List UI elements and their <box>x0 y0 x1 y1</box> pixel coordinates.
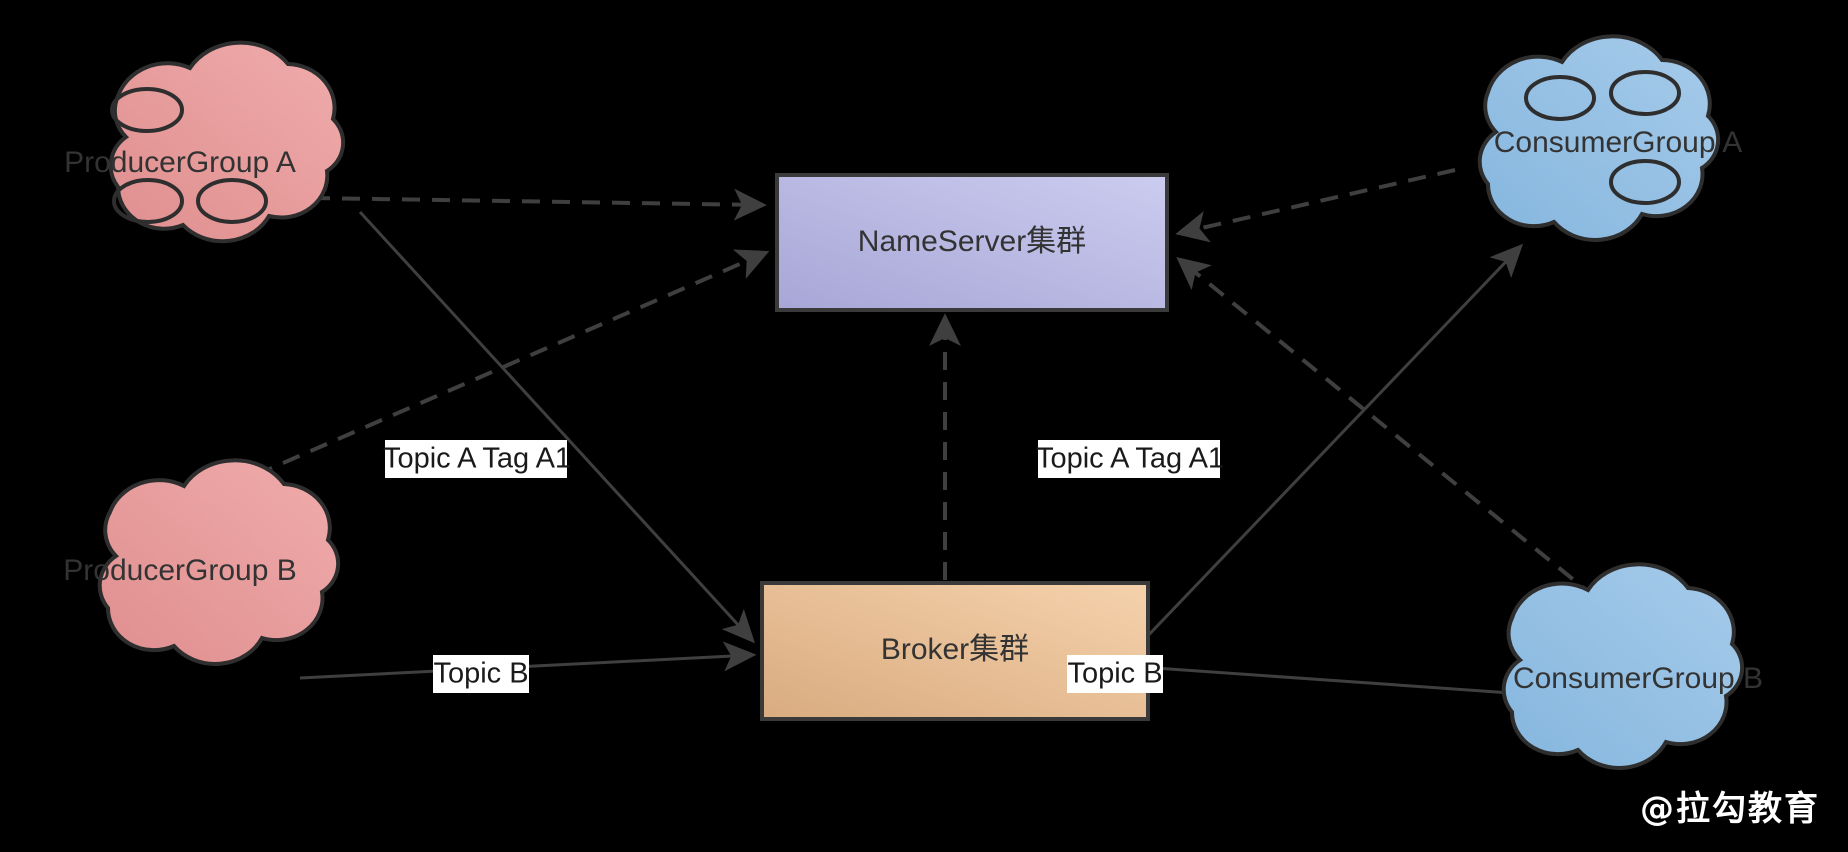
edge-label-text-topic-a-left: Topic A Tag A1 <box>383 443 571 475</box>
edge-label-text-topic-b-left: Topic B <box>433 658 528 690</box>
edge-label-topic-a-left: Topic A Tag A1 <box>383 440 571 478</box>
consumer-a-instance-1 <box>1524 75 1596 121</box>
nameserver-box <box>775 173 1169 312</box>
consumer-a-instance-2 <box>1609 70 1681 116</box>
producer-a-instance-1 <box>110 87 184 133</box>
edge-consumer-a-to-nameserver <box>1175 168 1456 243</box>
consumer-a-instance-3 <box>1609 159 1681 205</box>
node-consumer-group-a[interactable]: ConsumerGroup A <box>1477 34 1743 242</box>
node-broker-cluster[interactable]: Broker集群 <box>760 581 1150 721</box>
edge-label-bg-topic-b-right <box>1067 655 1163 693</box>
edge-broker-to-consumer-a <box>1138 243 1524 646</box>
edge-label-text-topic-a-right: Topic A Tag A1 <box>1036 443 1224 475</box>
edge-broker-to-consumer-b <box>1154 666 1545 708</box>
broker-box <box>760 581 1150 721</box>
producer-a-instance-2 <box>112 178 184 224</box>
cloud-shape-consumer-b <box>1501 562 1745 770</box>
node-producer-group-a[interactable]: ProducerGroup A <box>64 40 346 244</box>
edge-producer-b-to-nameserver <box>227 249 770 489</box>
edge-label-bg-topic-b-left <box>433 655 529 693</box>
nameserver-cluster-label: NameServer集群 <box>858 225 1086 258</box>
edge-label-text-topic-b-right: Topic B <box>1067 658 1162 690</box>
producer-a-instance-3 <box>196 178 268 224</box>
edge-label-topic-b-right: Topic B <box>1067 655 1163 693</box>
producer-group-a-label: ProducerGroup A <box>64 146 296 179</box>
edge-consumer-b-to-nameserver <box>1176 256 1598 600</box>
consumer-group-a-label: ConsumerGroup A <box>1494 126 1742 159</box>
consumer-group-b-label: ConsumerGroup B <box>1513 662 1763 695</box>
node-consumer-group-b[interactable]: ConsumerGroup B <box>1501 562 1763 770</box>
cloud-shape-producer-b <box>97 458 341 666</box>
edge-producer-a-to-broker <box>358 210 756 644</box>
edge-producer-a-to-nameserver <box>311 188 767 221</box>
edge-labels-layer: Topic A Tag A1 Topic A Tag A1 Topic B To… <box>383 440 1224 693</box>
node-nameserver-cluster[interactable]: NameServer集群 <box>775 173 1169 312</box>
broker-cluster-label: Broker集群 <box>881 633 1029 666</box>
cloud-shape-consumer-a <box>1477 34 1721 242</box>
node-producer-group-b[interactable]: ProducerGroup B <box>63 458 341 666</box>
edge-label-bg-topic-a-left <box>385 440 567 478</box>
cloud-shape-producer-a <box>108 40 346 244</box>
edge-label-topic-a-right: Topic A Tag A1 <box>1036 440 1224 478</box>
edge-label-bg-topic-a-right <box>1038 440 1220 478</box>
producer-group-b-label: ProducerGroup B <box>63 554 296 587</box>
edge-label-topic-b-left: Topic B <box>433 655 529 693</box>
